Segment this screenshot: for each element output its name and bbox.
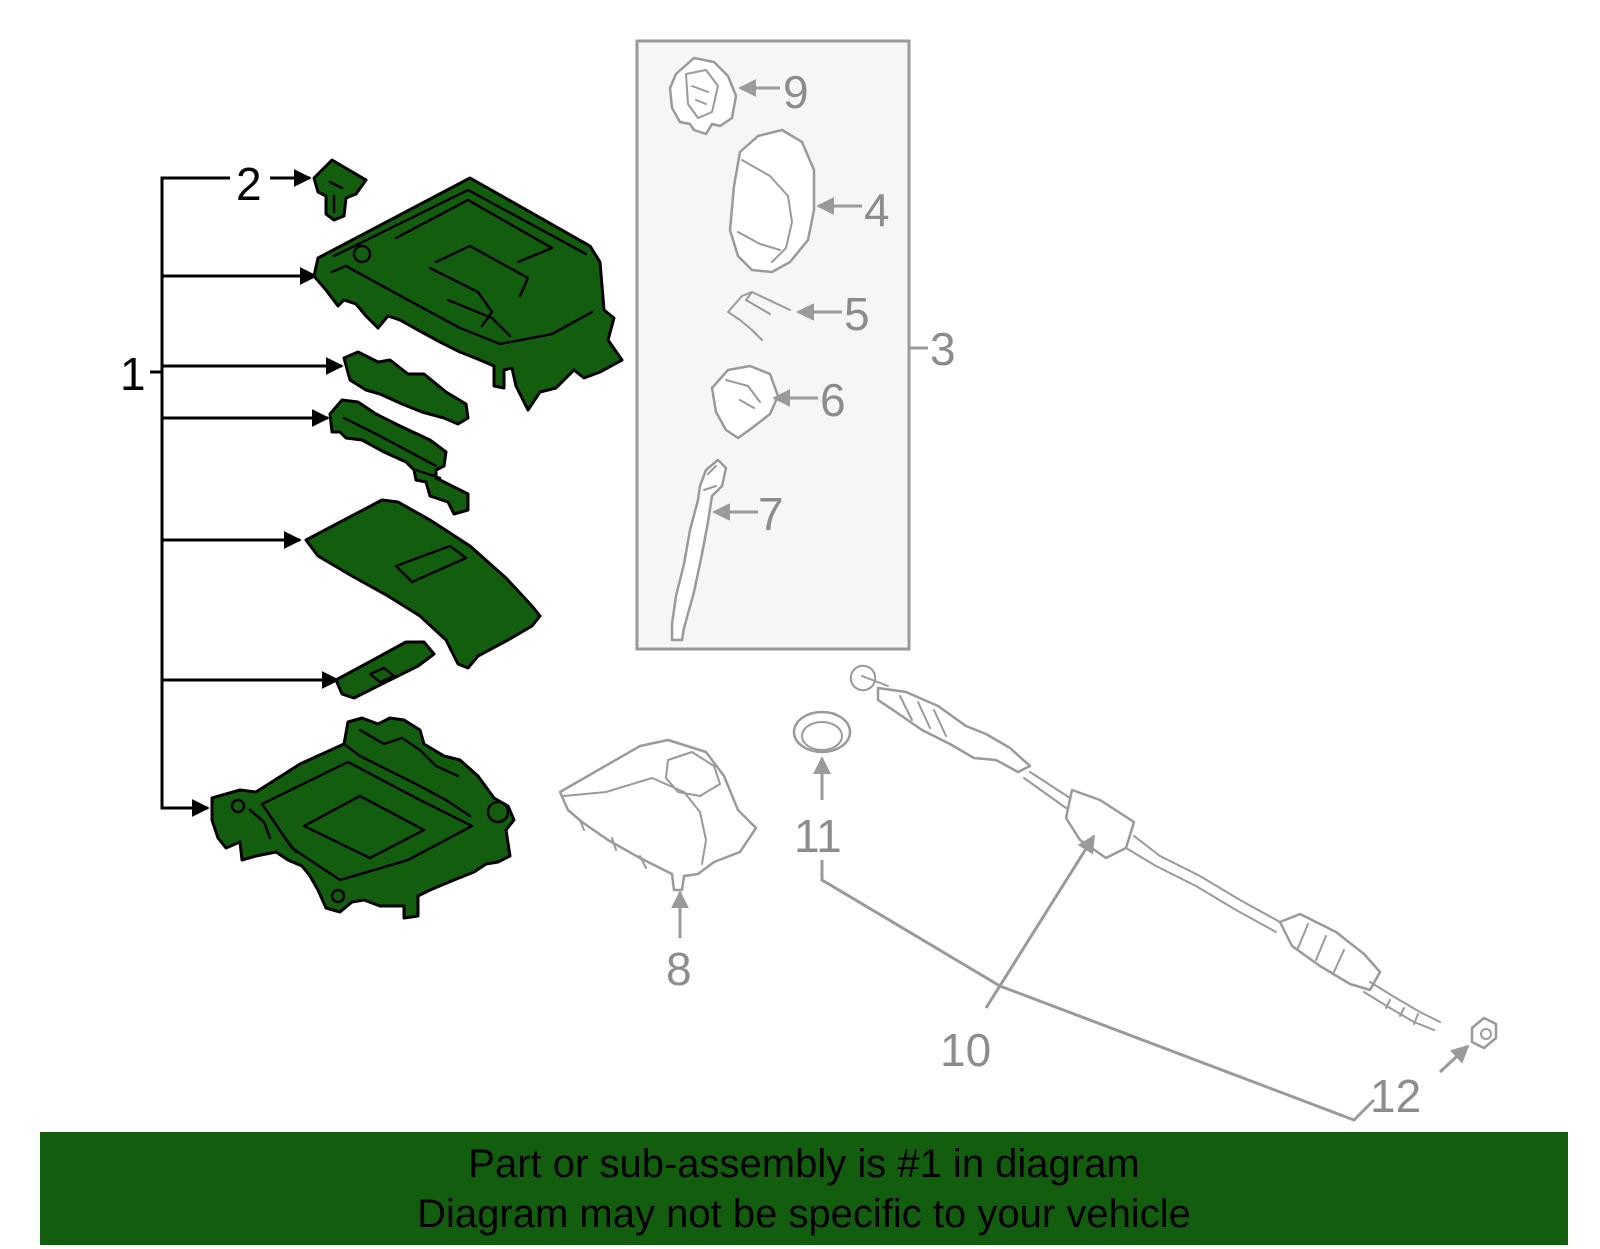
banner-line-2: Diagram may not be specific to your vehi… [417,1191,1191,1236]
part-console-base [210,716,516,920]
callout-4: 4 [864,184,890,236]
callout-3: 3 [930,323,956,375]
info-banner: Part or sub-assembly is #1 in diagram Di… [40,1132,1568,1245]
part-shift-lever-rod [670,458,728,642]
callout-1: 1 [120,348,146,400]
callout-10: 10 [940,1024,991,1076]
callout-5: 5 [844,288,870,340]
part-trim-plate [334,640,436,700]
part-nut [1470,1016,1498,1050]
callout-12: 12 [1370,1070,1421,1122]
banner-line-1: Part or sub-assembly is #1 in diagram [468,1141,1140,1186]
callout-9: 9 [783,66,809,118]
callout-10-leader [984,834,1096,1009]
part-shift-knob [728,128,816,274]
part-shift-boot-housing [558,738,758,892]
callout-1-bracket [150,176,344,817]
callout-11: 11 [794,810,842,862]
callout-6: 6 [820,374,846,426]
callout-8: 8 [666,943,692,995]
part-shift-boot-trim [710,364,780,440]
part-shift-lock-actuator [668,56,738,136]
part-seal-ring [792,710,852,754]
part-trim-strip-upper [342,350,470,426]
part-shift-cable [849,664,1441,1031]
part-channel-bracket [328,398,470,516]
part-spring-clip [727,291,791,341]
part-clip [312,158,368,222]
part-console-panel [304,498,542,670]
callout-7: 7 [758,488,784,540]
group-bracket-10-11-12 [820,860,1376,1122]
callout-12-leader [1438,1044,1470,1074]
part-console-cover [312,176,624,412]
callout-2: 2 [236,158,262,210]
